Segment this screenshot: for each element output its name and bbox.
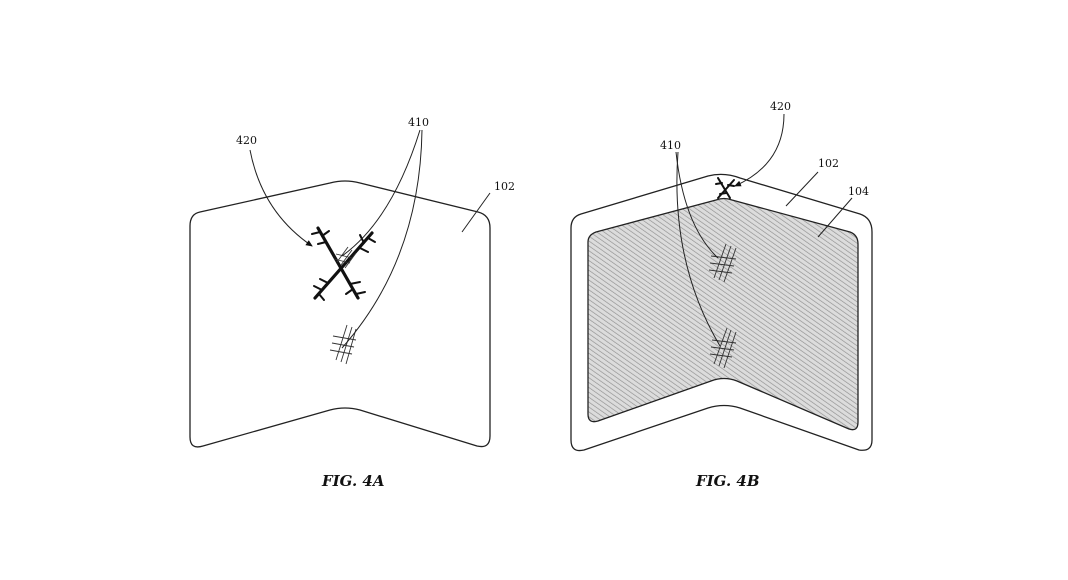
leader-410-b — [676, 151, 721, 347]
label-410: 410 — [408, 116, 429, 129]
device-outline — [570, 173, 873, 452]
figure-4a: 420 410 102 FIG. 4A — [189, 116, 515, 490]
leader-410-a — [341, 129, 421, 257]
leader-420 — [249, 149, 313, 247]
leader-102 — [785, 171, 819, 207]
label-420: 420 — [770, 100, 791, 113]
leader-102 — [461, 192, 491, 233]
crack-marking — [715, 177, 735, 199]
scratch-marks — [329, 246, 357, 365]
label-104: 104 — [848, 185, 869, 198]
crack-marking — [311, 226, 376, 301]
label-102: 102 — [818, 157, 839, 170]
caption-fig-4a: FIG. 4A — [321, 472, 384, 490]
label-102: 102 — [494, 180, 515, 193]
caption-fig-4b: FIG. 4B — [695, 472, 760, 490]
label-410: 410 — [660, 139, 681, 152]
scratch-marks — [708, 243, 737, 369]
leader-410-a — [675, 151, 719, 259]
figure-4b: 420 410 102 104 FIG. 4B — [570, 100, 873, 490]
display-area — [587, 197, 859, 431]
leader-420 — [734, 113, 785, 187]
label-420: 420 — [236, 134, 257, 147]
device-outline — [189, 180, 491, 448]
leader-410-b — [341, 129, 423, 349]
leader-104 — [817, 197, 853, 238]
